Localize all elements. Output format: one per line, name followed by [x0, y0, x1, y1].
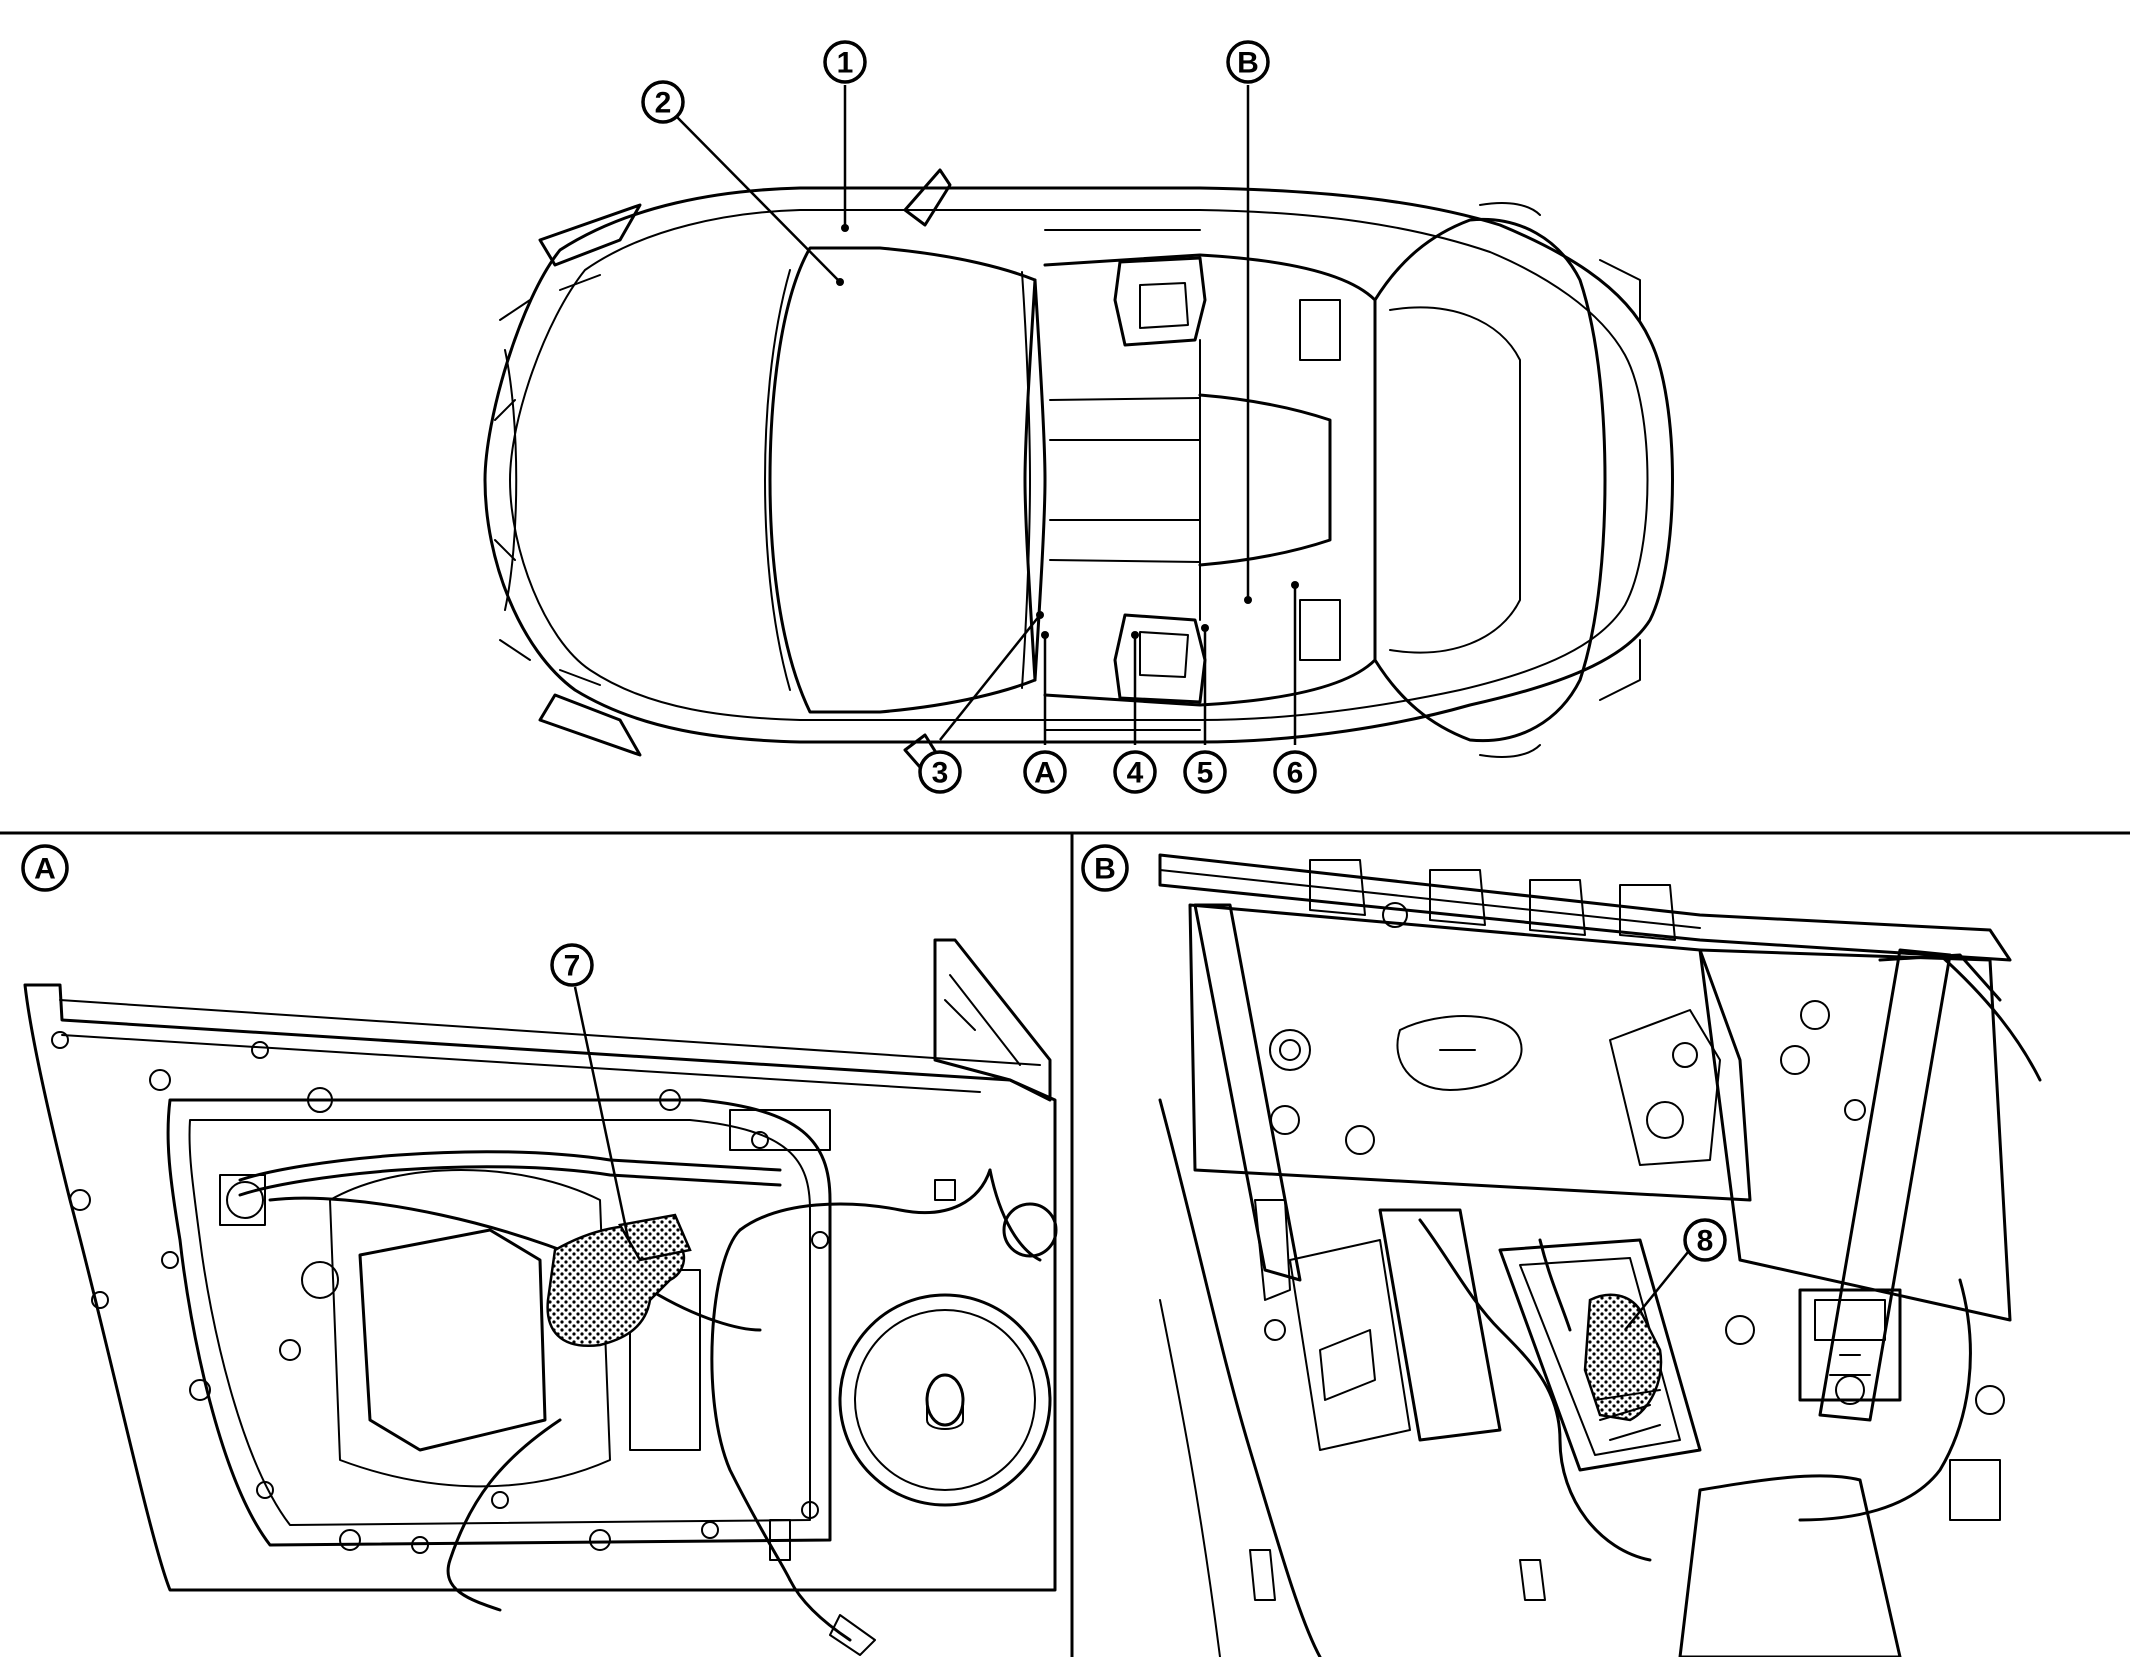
- panel-b-label: B: [1081, 844, 1129, 892]
- speaker-icon: [838, 1293, 1052, 1507]
- door-fastener-holes: [51, 1031, 829, 1554]
- callout-B-top: B: [1226, 40, 1270, 84]
- door-inner-panel-drawing: [23, 938, 1058, 1656]
- body-pillar-drawing: [1158, 853, 2042, 1657]
- callout-7: 7: [550, 943, 594, 987]
- svg-text:4: 4: [1127, 757, 1144, 790]
- callout-1: 1: [823, 40, 867, 84]
- door-module-connector: [1583, 1293, 1663, 1422]
- svg-text:A: A: [1034, 757, 1056, 790]
- panel-a: A: [21, 844, 1058, 1656]
- panel-a-label: A: [21, 844, 69, 892]
- callout-3: 3: [918, 750, 962, 794]
- callout-A-top: A: [1023, 750, 1067, 794]
- svg-text:B: B: [1094, 853, 1116, 886]
- callout-8: 8: [1683, 1218, 1727, 1262]
- callout-6: 6: [1273, 750, 1317, 794]
- callout-2: 2: [641, 80, 685, 124]
- callout-4: 4: [1113, 750, 1157, 794]
- callout-leaders-top: [674, 85, 1299, 745]
- svg-text:7: 7: [564, 950, 581, 983]
- svg-text:6: 6: [1287, 757, 1304, 790]
- svg-text:5: 5: [1197, 757, 1214, 790]
- panel-b: B: [1081, 844, 2042, 1657]
- svg-text:1: 1: [837, 47, 854, 80]
- svg-text:B: B: [1237, 47, 1259, 80]
- svg-text:3: 3: [932, 757, 949, 790]
- svg-text:8: 8: [1697, 1225, 1714, 1258]
- svg-text:2: 2: [655, 87, 672, 120]
- callout-5: 5: [1183, 750, 1227, 794]
- svg-text:A: A: [34, 853, 56, 886]
- vehicle-top-view: [483, 168, 1674, 792]
